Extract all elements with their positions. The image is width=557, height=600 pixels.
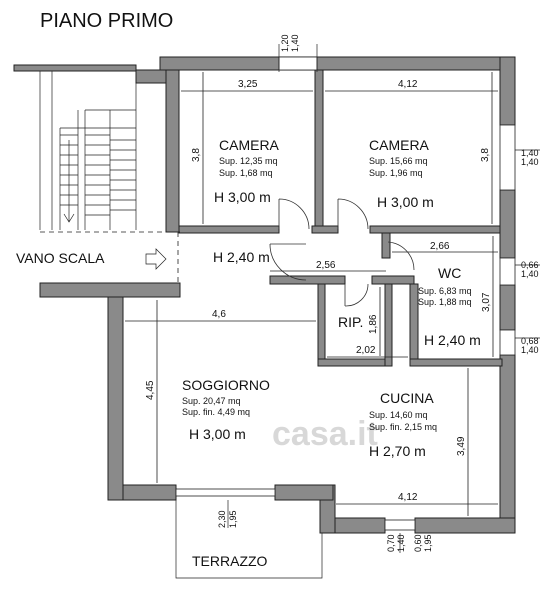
terrace-label: TERRAZZO [192, 553, 268, 569]
room-soggiorno-name: SOGGIORNO [182, 377, 270, 393]
wall-bottom-left2 [274, 484, 334, 501]
door-camera-right [337, 198, 369, 230]
dim-wc-height: 3,07 [481, 292, 492, 312]
wall-top [159, 56, 516, 71]
room-camera-right-sup2: Sup. 1,96 mq [369, 168, 423, 178]
window-right-1 [499, 124, 516, 191]
dim-cucina-width: 4,12 [398, 492, 418, 503]
dim-top-window-b: 1,40 [290, 34, 300, 52]
dim-top-window-a: 1,20 [280, 34, 290, 52]
room-camera-right: CAMERA Sup. 15,66 mq Sup. 1,96 mq H 3,00… [369, 137, 434, 210]
dim-corridor-width: 2,56 [316, 260, 336, 271]
stair-label: VANO SCALA [16, 250, 105, 266]
room-rip-name: RIP. [338, 314, 363, 330]
door-camera-left [278, 198, 310, 230]
wall-rip-bottom [317, 358, 389, 367]
wall-right-low [499, 354, 516, 534]
room-camera-right-sup: Sup. 15,66 mq [369, 156, 428, 166]
room-wc: WC Sup. 6,83 mq Sup. 1,88 mq H 2,40 m [418, 265, 481, 348]
terrace-outline [175, 500, 323, 579]
wall-wc-left-low [409, 283, 419, 365]
wall-rip-right [384, 283, 393, 367]
dim-right-window1-a: 1,40 [521, 148, 539, 158]
dim-bottom-right-c: 0,60 [413, 534, 423, 552]
room-corridor-height: H 2,40 m [213, 249, 270, 265]
window-right-2 [499, 257, 516, 286]
wall-stair-top [13, 64, 137, 72]
dim-rip-height: 1,86 [368, 314, 379, 334]
dim-bottom-left-a: 2,30 [217, 510, 227, 528]
room-cucina-sup2: Sup. fin. 2,15 mq [369, 422, 437, 432]
wall-right-mid2 [499, 284, 516, 331]
door-corridor-left [269, 243, 307, 281]
door-rip [344, 283, 369, 307]
window-bottom-left [175, 488, 276, 497]
dim-bottom-right-b: 1,40 [396, 534, 406, 552]
dim-camera-right-height: 3,8 [480, 148, 491, 162]
staircase [39, 71, 180, 284]
wall-stair-bottom [39, 282, 181, 298]
wall-camera-bottom-right [369, 225, 501, 234]
wall-camera-bottom-mid [311, 225, 339, 234]
room-camera-left-sup: Sup. 12,35 mq [219, 156, 278, 166]
room-cucina: CUCINA Sup. 14,60 mq Sup. fin. 2,15 mq H… [369, 390, 437, 459]
room-soggiorno-height: H 3,00 m [189, 426, 246, 442]
wall-rip-left [317, 283, 326, 367]
dim-bottom-right-d: 1,95 [423, 534, 433, 552]
dim-right-window2-a: 0,66 [521, 260, 539, 270]
window-right-3 [499, 329, 516, 356]
room-soggiorno-sup: Sup. 20,47 mq [182, 396, 241, 406]
wall-right-upper [499, 56, 516, 126]
watermark: casa.it [272, 415, 378, 453]
dim-cucina-height: 3,49 [456, 436, 467, 456]
door-wc [387, 241, 415, 271]
wall-wc-left [381, 232, 391, 259]
wall-corridor-bottom [269, 275, 346, 285]
room-camera-left-height: H 3,00 m [214, 189, 271, 205]
room-camera-left-name: CAMERA [219, 137, 280, 153]
dim-camera-right-width: 4,12 [398, 79, 418, 90]
dim-soggiorno-height: 4,45 [145, 380, 156, 400]
room-wc-name: WC [438, 265, 461, 281]
room-cucina-height: H 2,70 m [369, 443, 426, 459]
wall-corridor-bottom-r [371, 275, 415, 285]
window-bottom-right [384, 519, 416, 531]
room-wc-height: H 2,40 m [424, 332, 481, 348]
wall-camera-divider [314, 69, 324, 233]
dim-camera-left-height: 3,8 [191, 148, 202, 162]
dim-bottom-left-b: 1,95 [228, 510, 238, 528]
room-cucina-name: CUCINA [380, 390, 434, 406]
dim-right-window3-b: 1,40 [521, 345, 539, 355]
room-camera-left-sup2: Sup. 1,68 mq [219, 168, 273, 178]
wall-left-upper [165, 69, 180, 233]
room-soggiorno-sup2: Sup. fin. 4,49 mq [182, 407, 250, 417]
dim-wc-width: 2,66 [430, 241, 450, 252]
wall-bottom-right [414, 517, 516, 534]
room-cucina-sup: Sup. 14,60 mq [369, 410, 428, 420]
dim-bottom-right-a: 0,70 [386, 534, 396, 552]
window-top [278, 56, 318, 71]
room-wc-sup2: Sup. 1,88 mq [418, 297, 472, 307]
wall-soggiorno-left [107, 284, 124, 501]
room-camera-right-height: H 3,00 m [377, 194, 434, 210]
dim-soggiorno-width: 4,6 [212, 309, 226, 320]
room-wc-sup: Sup. 6,83 mq [418, 286, 472, 296]
dim-right-window2-b: 1,40 [521, 269, 539, 279]
dim-right-window1-b: 1,40 [521, 157, 539, 167]
dim-right-window3-a: 0,68 [521, 336, 539, 346]
dim-rip-width: 2,02 [356, 345, 376, 356]
entry-arrow-icon [145, 248, 167, 270]
wall-right-mid [499, 189, 516, 259]
room-camera-right-name: CAMERA [369, 137, 430, 153]
wall-cucina-top [409, 358, 503, 367]
plan-title: PIANO PRIMO [40, 10, 173, 32]
room-soggiorno: SOGGIORNO Sup. 20,47 mq Sup. fin. 4,49 m… [182, 377, 270, 442]
room-camera-left: CAMERA Sup. 12,35 mq Sup. 1,68 mq H 3,00… [214, 137, 280, 205]
wall-camera-bottom-left [178, 225, 280, 234]
dim-camera-left-width: 3,25 [238, 79, 258, 90]
